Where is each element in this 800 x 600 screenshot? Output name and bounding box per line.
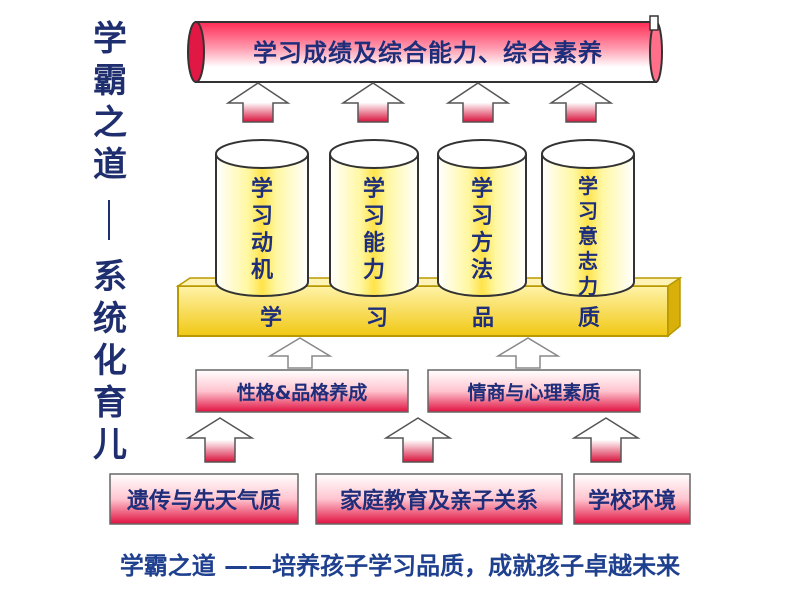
arrow-pillar1-up [225,82,291,123]
pillar-4-label: 学 习 意 志 力 [574,174,602,299]
pillar-char: 力 [362,258,385,283]
side-title: 学 霸 之 道 [88,18,132,186]
pillar-char: 学 [250,177,273,202]
side-title-dash [108,200,110,240]
side-title-char: 统 [93,299,127,339]
middle-box-left-shape [195,369,409,413]
plank-char: 习 [365,306,388,331]
pillar-3-shape [437,139,527,297]
pillar-char: 动 [250,231,273,256]
bottom-box-3-label: 学校环境 [587,489,676,514]
bottom-box-1-shape [109,473,299,525]
pillar-char: 力 [578,274,598,298]
plank-label: 学 习 品 质 [200,296,660,336]
pillar-char: 能 [362,231,385,256]
pillar-char: 方 [470,231,493,256]
arrow-middle-left-up [267,337,333,369]
pillar-char: 学 [578,174,598,198]
pillar-2-label: 学 习 能 力 [360,176,388,284]
arrow-bottom-left-up [185,417,255,463]
side-title-char: 育 [93,383,127,423]
pillar-1-label: 学 习 动 机 [248,176,276,284]
side-title-char: 学 [93,19,127,59]
side-title-lower: 系 统 化 育 儿 [88,256,132,466]
arrow-bottom-mid-up [383,417,453,463]
middle-box-left-label: 性格&品格养成 [236,381,368,404]
pillar-char: 学 [470,177,493,202]
arrow-pillar4-up [548,82,614,123]
footer-slogan: 学霸之道 ——培养孩子学习品质，成就孩子卓越未来 [119,552,681,580]
top-banner-label: 学习成绩及综合能力、综合素养 [253,38,603,67]
bottom-box-2-shape [315,473,563,525]
top-banner-shape [187,15,663,83]
pillar-3-label: 学 习 方 法 [468,176,496,284]
pillar-char: 机 [250,258,273,283]
plank-char: 质 [577,306,600,331]
pillar-char: 志 [578,249,598,273]
arrow-pillar2-up [340,82,406,123]
arrow-middle-right-up [495,337,561,369]
pillar-char: 习 [470,204,493,229]
pillar-char: 法 [470,258,493,283]
middle-box-right-shape [427,369,641,413]
plank-char: 品 [471,306,494,331]
pillar-char: 学 [362,177,385,202]
pillar-4-shape [541,139,635,297]
bottom-box-1-label: 遗传与先天气质 [126,489,281,514]
bottom-box-2-label: 家庭教育及亲子关系 [339,489,538,514]
pillar-1-shape [215,139,309,297]
pillar-char: 习 [250,204,273,229]
pillar-2-shape [329,139,419,297]
side-title-char: 化 [93,341,127,381]
arrow-bottom-right-up [571,417,641,463]
arrow-pillar3-up [445,82,511,123]
side-title-char: 系 [93,257,127,297]
side-title-char: 霸 [93,61,127,101]
plank-char: 学 [260,306,283,331]
side-title-char: 之 [93,103,127,143]
pillar-char: 习 [578,199,598,223]
side-title-char: 儿 [93,425,127,465]
pillar-char: 意 [578,224,598,248]
side-title-char: 道 [93,145,127,185]
bottom-box-3-shape [573,473,691,525]
middle-box-right-label: 情商与心理素质 [467,381,601,404]
pillar-char: 习 [362,204,385,229]
